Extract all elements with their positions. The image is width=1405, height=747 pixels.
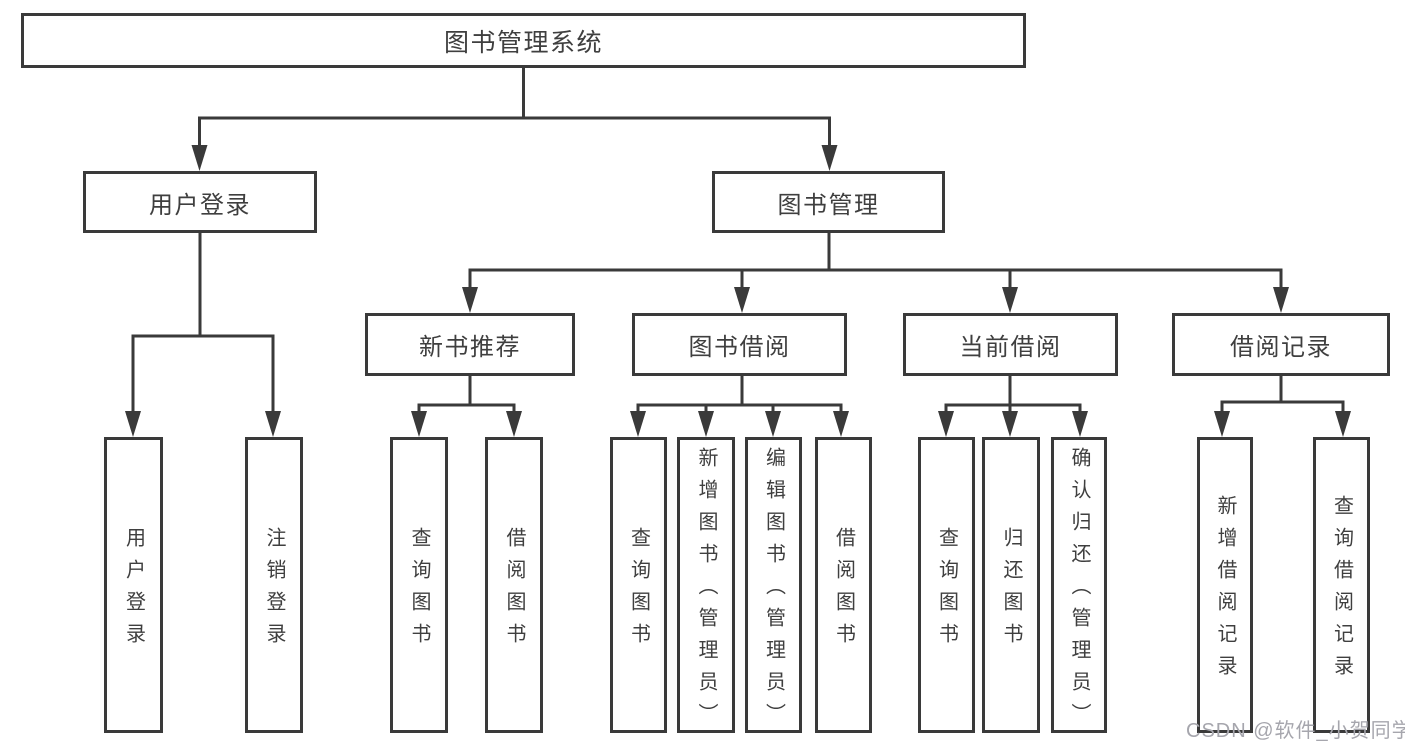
node-label: 借阅图书	[503, 527, 525, 655]
leaf-logout: 注销登录	[245, 437, 303, 733]
leaf-records-add-record: 新增借阅记录	[1197, 437, 1253, 733]
leaf-recommend-query-book: 查询图书	[390, 437, 448, 733]
node-label: 当前借阅	[959, 334, 1062, 361]
leaf-borrowing-edit-book-admin: 编辑图书（管理员）	[745, 437, 802, 735]
node-label: 新增图书（管理员）	[695, 447, 717, 735]
leaf-borrowing-add-book-admin: 新增图书（管理员）	[677, 437, 735, 735]
leaf-borrowing-borrow-book: 借阅图书	[815, 437, 872, 733]
node-current-borrowing: 当前借阅	[903, 313, 1118, 376]
node-label: 查询图书	[408, 527, 430, 655]
leaf-borrowing-query-book: 查询图书	[610, 437, 667, 733]
node-label: 图书管理	[777, 191, 880, 219]
node-label: 查询图书	[627, 527, 650, 655]
node-new-book-recommend: 新书推荐	[365, 313, 575, 376]
node-label: 编辑图书（管理员）	[762, 447, 785, 735]
leaf-user-login: 用户登录	[104, 437, 163, 733]
node-label: 图书管理系统	[443, 28, 603, 57]
leaf-current-return-book: 归还图书	[982, 437, 1040, 733]
node-label: 新增借阅记录	[1214, 495, 1236, 687]
node-book-borrowing: 图书借阅	[632, 313, 847, 376]
node-borrowing-records: 借阅记录	[1172, 313, 1390, 376]
node-library-management-system: 图书管理系统	[21, 13, 1026, 68]
node-label: 用户登录	[122, 527, 145, 655]
node-label: 借阅图书	[832, 527, 855, 655]
node-label: 查询图书	[935, 527, 958, 655]
csdn-watermark: CSDN @软件_小贺同学	[1186, 720, 1405, 742]
node-book-management: 图书管理	[712, 171, 945, 233]
node-label: 注销登录	[263, 527, 285, 655]
leaf-current-query-book: 查询图书	[918, 437, 975, 733]
leaf-current-confirm-return-admin: 确认归还（管理员）	[1051, 437, 1107, 735]
node-label: 确认归还（管理员）	[1068, 447, 1090, 735]
node-label: 图书借阅	[688, 334, 791, 361]
leaf-records-query-record: 查询借阅记录	[1313, 437, 1370, 733]
node-label: 新书推荐	[419, 334, 521, 361]
leaf-recommend-borrow-book: 借阅图书	[485, 437, 543, 733]
node-user-login: 用户登录	[83, 171, 317, 233]
node-label: 查询借阅记录	[1330, 495, 1353, 687]
node-label: 用户登录	[149, 191, 251, 219]
node-label: 借阅记录	[1230, 334, 1332, 361]
node-label: 归还图书	[1000, 527, 1022, 655]
